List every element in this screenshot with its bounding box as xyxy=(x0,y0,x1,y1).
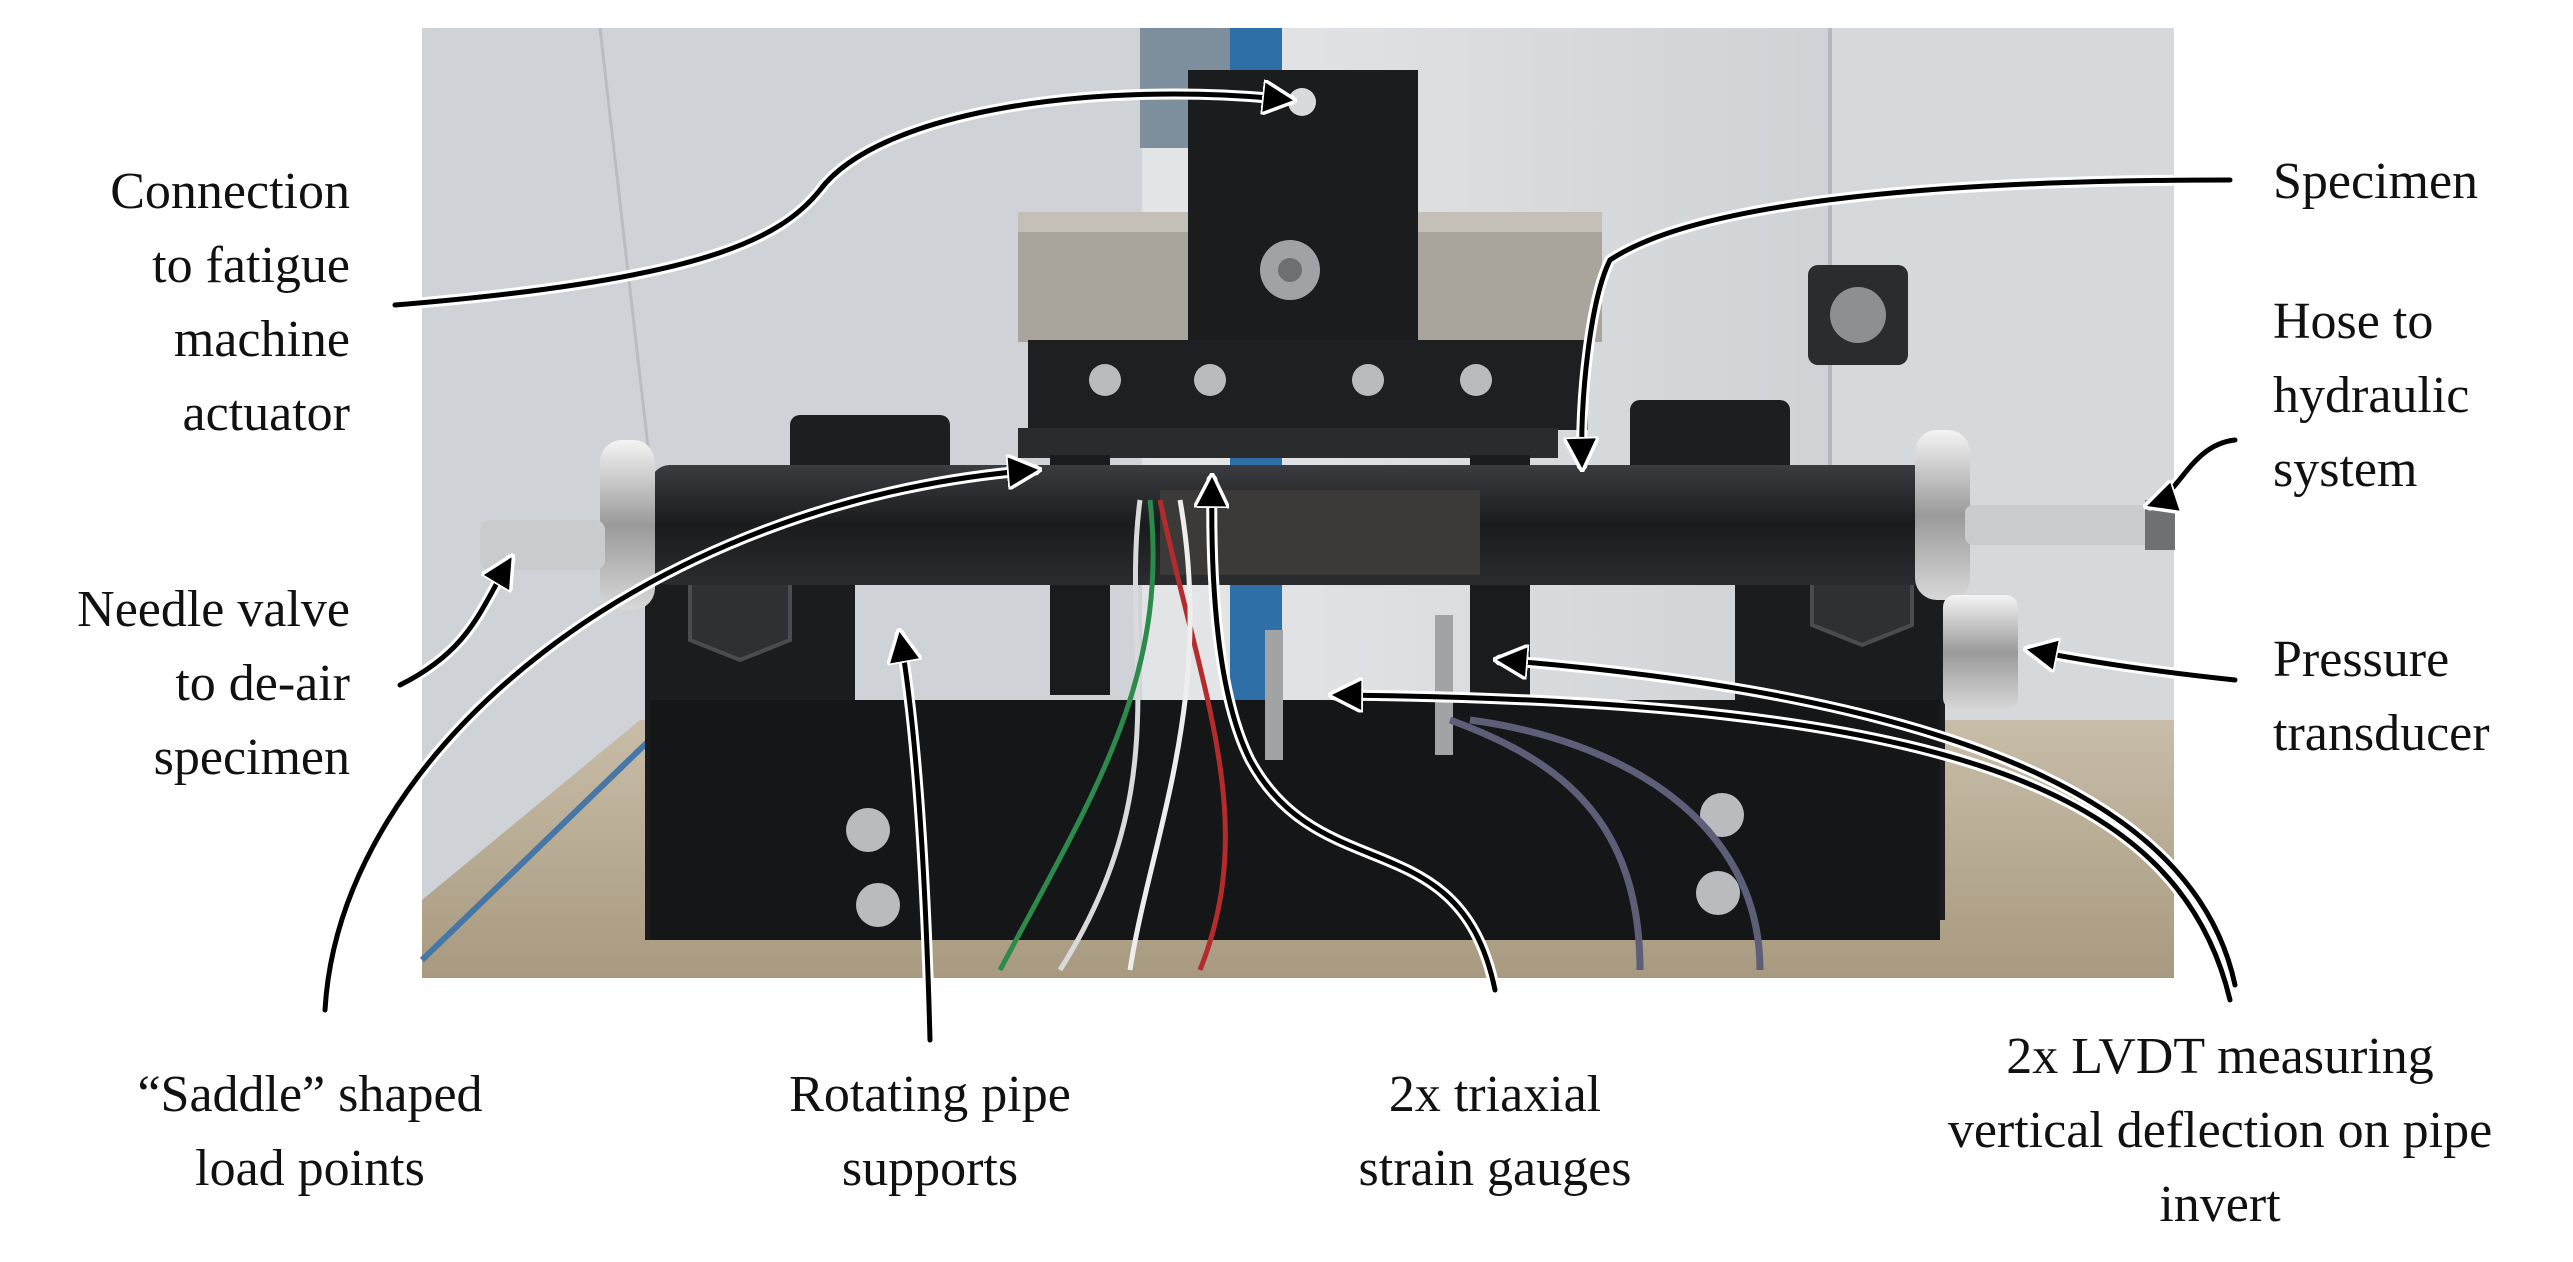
load-beam xyxy=(1028,340,1588,430)
arrow-pressure-transducer xyxy=(2030,650,2238,683)
label-strain-gauges: 2x triaxial strain gauges xyxy=(1358,1066,1632,1197)
label-saddle: “Saddle” shaped load points xyxy=(137,1066,483,1197)
arrow-lvdt-1 xyxy=(1500,660,2238,988)
arrow-needle-valve xyxy=(397,560,510,688)
label-lvdt: 2x LVDT measuring vertical deflection on… xyxy=(1947,1028,2493,1233)
arrow-rotating-supports xyxy=(900,635,933,1043)
arrow-strain-gauges xyxy=(1212,480,1498,993)
arrow-lvdt-2 xyxy=(1335,695,2233,1003)
end-cap-left xyxy=(600,440,655,610)
label-specimen: Specimen xyxy=(2273,153,2479,210)
lvdt-2 xyxy=(1435,615,1453,755)
label-pressure-transducer: Pressure transducer xyxy=(2273,631,2490,762)
label-hose: Hose to hydraulic system xyxy=(2273,293,2470,498)
label-needle-valve: Needle valve to de-air specimen xyxy=(77,581,350,786)
pressure-transducer xyxy=(1943,595,2018,710)
arrow-hose xyxy=(2150,437,2238,505)
saddle-bar xyxy=(1018,428,1558,458)
lvdt-1 xyxy=(1265,630,1283,760)
arrow-connection xyxy=(392,94,1290,308)
label-rotating-supports: Rotating pipe supports xyxy=(789,1066,1071,1197)
label-connection: Connection to fatigue machine actuator xyxy=(110,163,350,442)
arrow-saddle xyxy=(322,470,1035,1013)
arrow-specimen xyxy=(1582,177,2233,465)
end-cap-right xyxy=(1915,430,1970,600)
hose-fitting xyxy=(1965,505,2155,545)
